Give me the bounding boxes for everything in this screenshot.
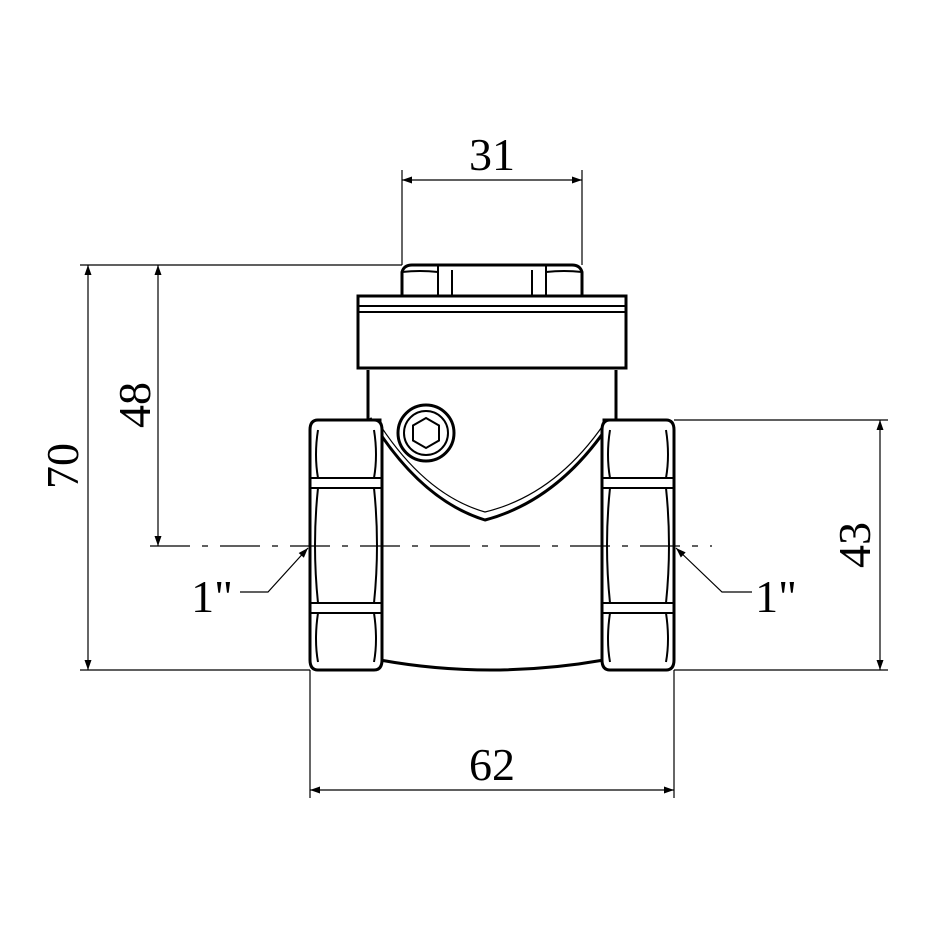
body-swing-arc-inner bbox=[377, 421, 605, 513]
bonnet-cap bbox=[356, 294, 628, 370]
dim-overall-length-label: 62 bbox=[469, 739, 515, 790]
dim-top-width: 31 bbox=[401, 129, 583, 265]
side-plug bbox=[396, 403, 456, 463]
dim-overall-length: 62 bbox=[309, 670, 675, 798]
left-hex-nut bbox=[308, 418, 384, 672]
body-swing-arc bbox=[368, 417, 614, 522]
valve-body bbox=[366, 370, 618, 672]
bonnet-hex-nut bbox=[400, 263, 584, 298]
dim-total-height-label: 70 bbox=[37, 443, 88, 489]
right-hex-nut bbox=[600, 418, 676, 672]
dim-body-height-label: 43 bbox=[829, 522, 880, 568]
thread-right-leader: 1" bbox=[675, 547, 797, 622]
thread-left-leader: 1" bbox=[191, 547, 309, 622]
dim-height-to-axis: 48 bbox=[109, 265, 162, 546]
dim-total-height: 70 bbox=[37, 264, 402, 671]
thread-right-label: 1" bbox=[755, 571, 797, 622]
thread-left-label: 1" bbox=[191, 571, 233, 622]
dim-height-to-axis-label: 48 bbox=[109, 382, 160, 428]
dim-body-height: 43 bbox=[674, 419, 888, 671]
bonnet bbox=[356, 263, 628, 370]
dim-top-width-label: 31 bbox=[469, 129, 515, 180]
